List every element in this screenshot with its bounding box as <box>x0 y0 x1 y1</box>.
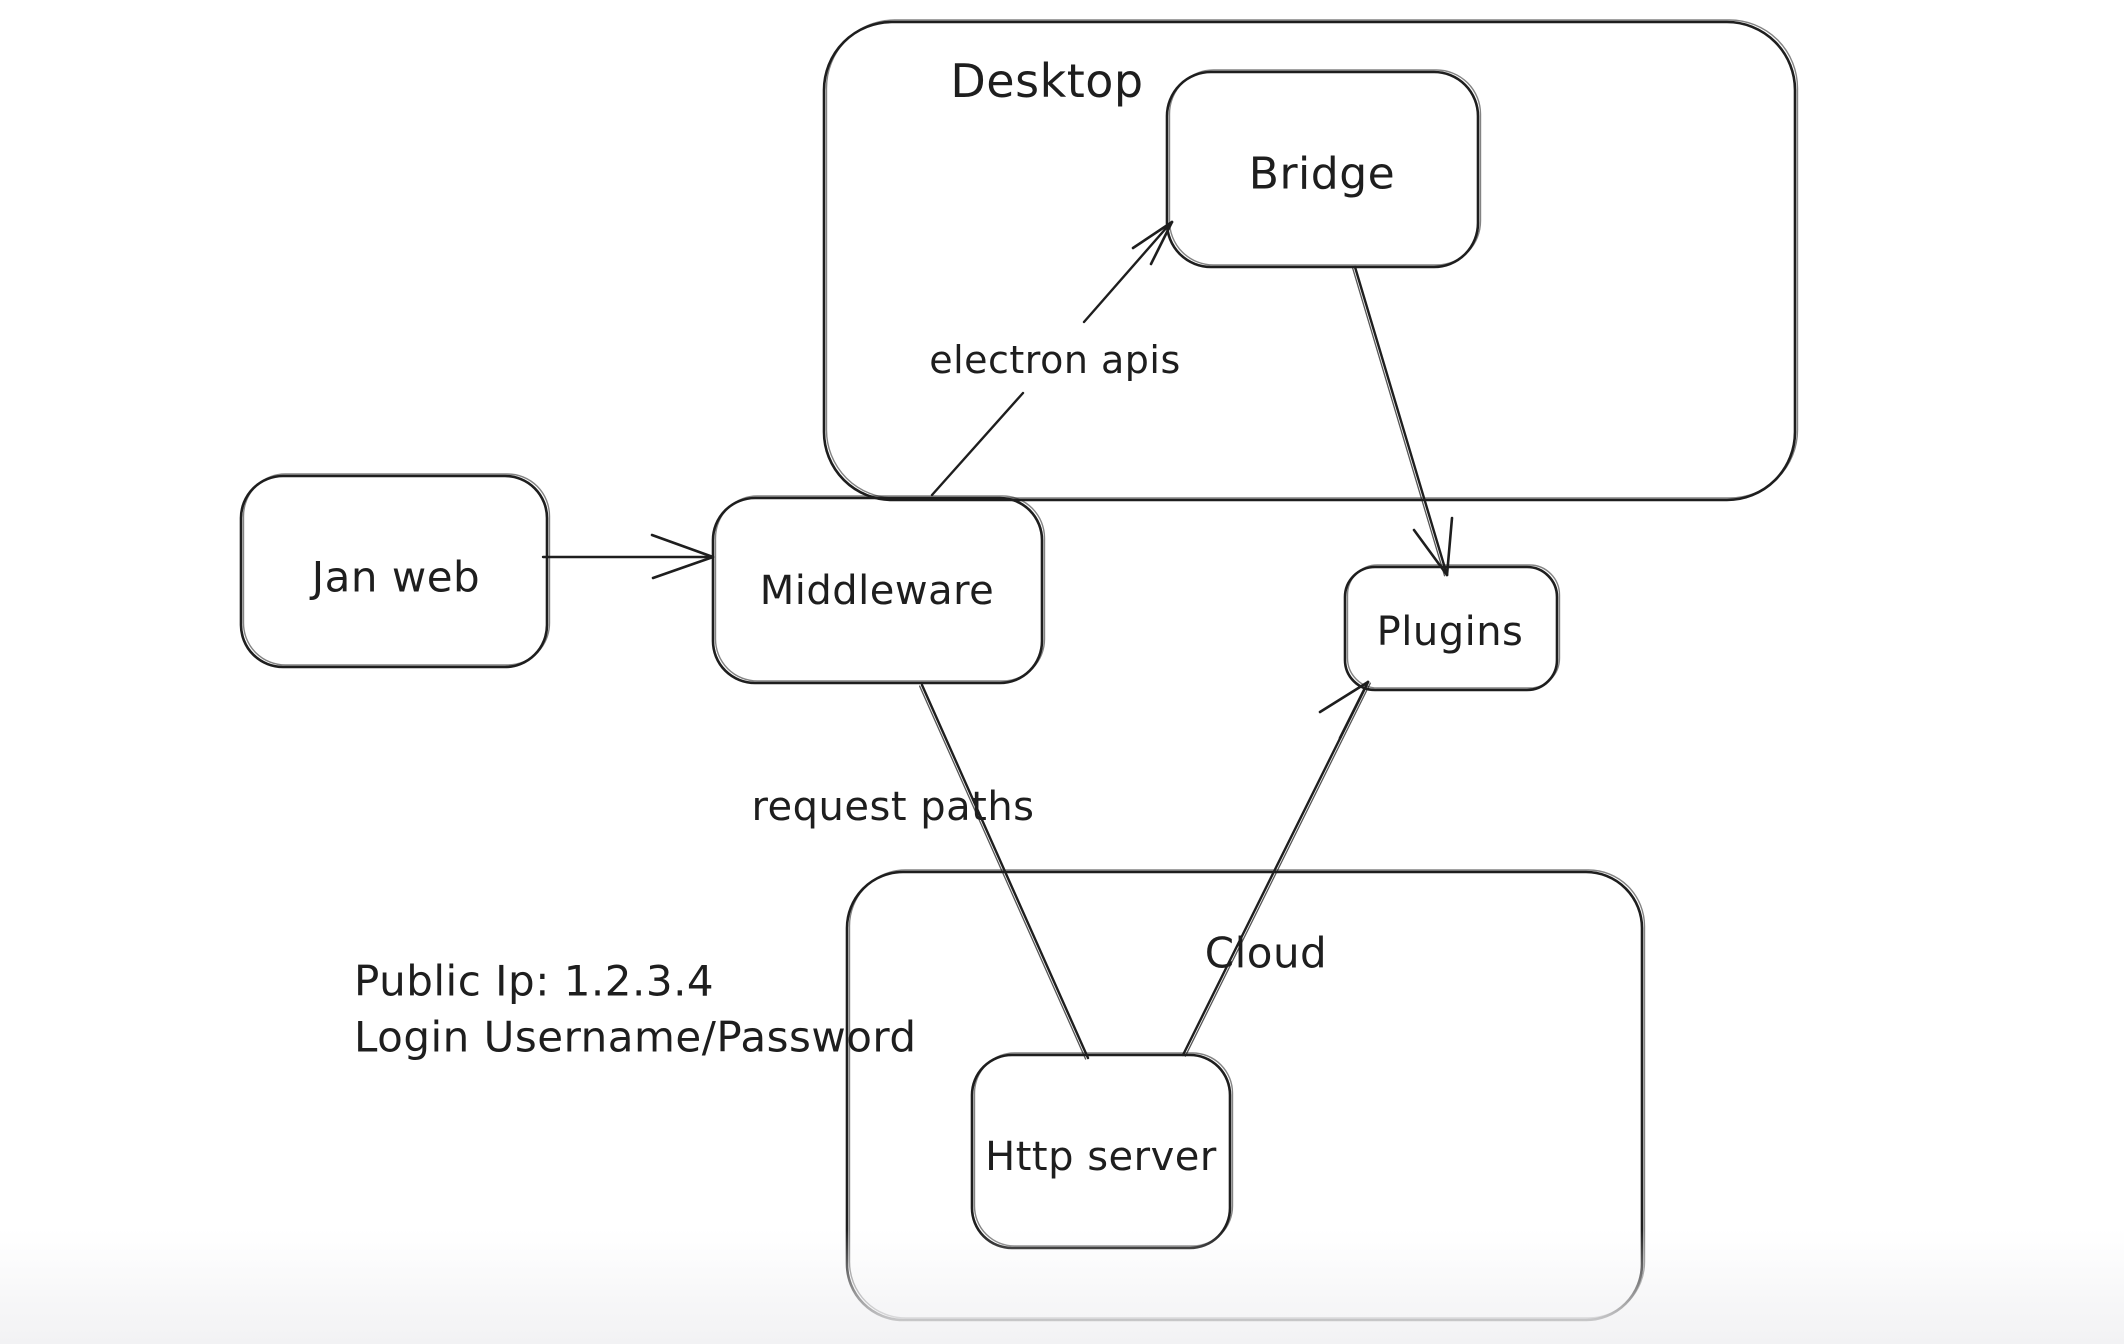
edge-httpserver-to-plugins-line <box>1181 680 1370 1057</box>
node-jan-web-label: Jan web <box>309 553 480 602</box>
edge-label-request-paths: request paths <box>751 784 1034 830</box>
edge-janweb-to-middleware[interactable] <box>541 533 715 580</box>
node-bridge-outline-echo <box>1168 69 1482 266</box>
node-jan-web-outline-echo <box>242 473 551 666</box>
node-middleware-outline-echo <box>714 495 1046 682</box>
edge-httpserver-to-plugins-arrowhead <box>1338 680 1370 740</box>
edge-middleware-to-httpserver-line <box>920 683 1090 1060</box>
node-http-server-label: Http server <box>985 1134 1217 1180</box>
edge-bridge-to-plugins-line-echo <box>1351 267 1446 577</box>
edge-httpserver-to-plugins-line-echo <box>1184 682 1371 1057</box>
node-bridge-label: Bridge <box>1249 149 1395 200</box>
edge-middleware-to-bridge-line <box>930 391 1025 497</box>
container-desktop-label: Desktop <box>950 54 1143 108</box>
container-desktop-outline <box>822 20 1797 502</box>
edge-janweb-to-middleware-arrowhead <box>650 533 715 559</box>
node-middleware-label: Middleware <box>760 568 995 614</box>
annotation-public-ip-note-line-2: Login Username/Password <box>354 1013 917 1062</box>
container-desktop[interactable]: Desktop <box>822 19 1799 502</box>
node-middleware[interactable]: Middleware <box>711 495 1046 685</box>
edge-bridge-to-plugins-line <box>1353 265 1449 577</box>
edge-middleware-to-httpserver[interactable] <box>918 683 1090 1060</box>
node-plugins[interactable]: Plugins <box>1343 564 1561 692</box>
node-jan-web[interactable]: Jan web <box>239 473 551 669</box>
node-plugins-outline-echo <box>1346 564 1561 689</box>
container-desktop-outline-echo <box>825 19 1799 499</box>
edge-middleware-to-bridge-line <box>1082 224 1170 324</box>
edge-janweb-to-middleware-arrowhead <box>651 555 715 580</box>
edge-bridge-to-plugins[interactable] <box>1351 265 1454 577</box>
node-bridge[interactable]: Bridge <box>1165 69 1482 269</box>
node-http-server[interactable]: Http server <box>970 1052 1234 1250</box>
node-plugins-outline <box>1343 565 1559 692</box>
node-middleware-outline <box>711 496 1044 685</box>
edge-httpserver-to-plugins[interactable] <box>1181 680 1371 1057</box>
edge-middleware-to-bridge[interactable] <box>930 220 1174 497</box>
container-cloud[interactable]: Cloud <box>845 869 1646 1322</box>
node-jan-web-outline <box>239 474 549 669</box>
annotation-public-ip-note-line-1: Public Ip: 1.2.3.4 <box>354 957 714 1006</box>
node-bridge-outline <box>1165 70 1480 269</box>
edge-middleware-to-bridge-arrowhead <box>1131 220 1174 250</box>
node-plugins-label: Plugins <box>1377 609 1524 655</box>
container-cloud-label: Cloud <box>1205 929 1327 978</box>
edge-label-electron-apis: electron apis <box>929 338 1181 382</box>
edge-middleware-to-httpserver-line-echo <box>918 685 1087 1060</box>
